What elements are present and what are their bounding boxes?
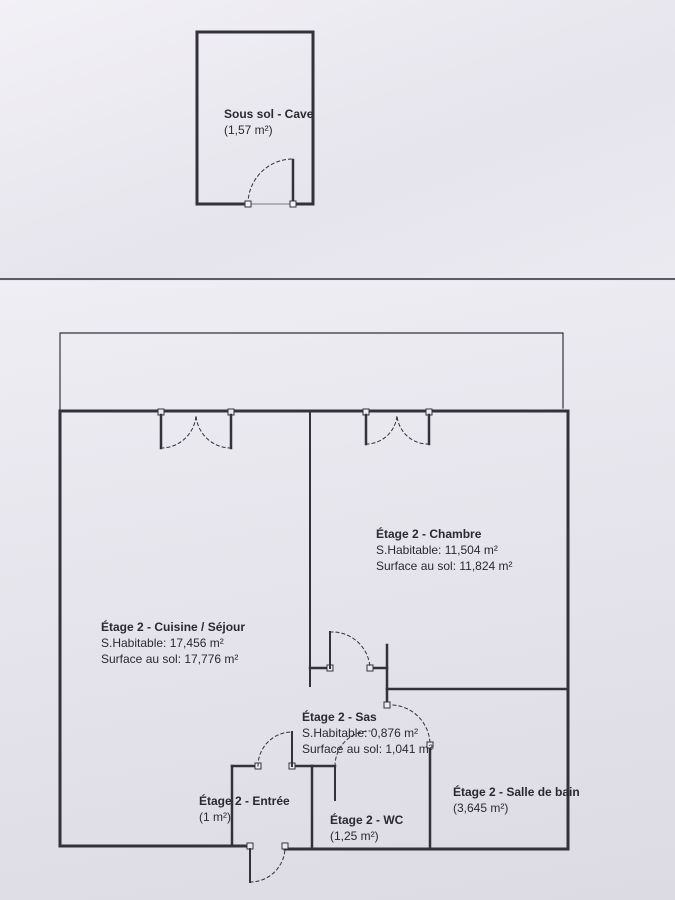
chambre-window (362, 408, 433, 446)
front-door (246, 842, 289, 883)
room-floor-area: Surface au sol: 1,041 m² (302, 742, 433, 756)
room-title: Étage 2 - Salle de bain (453, 785, 580, 799)
room-title: Étage 2 - Chambre (376, 527, 482, 541)
paper-sheet-top (0, 0, 675, 280)
cave-walls (195, 30, 315, 206)
room-label-sdb: Étage 2 - Salle de bain (3,645 m²) (453, 784, 580, 816)
room-title: Étage 2 - Entrée (199, 794, 290, 808)
room-label-entree: Étage 2 - Entrée (1 m²) (199, 793, 290, 825)
sdb-door (383, 701, 434, 749)
room-area: (1,25 m²) (330, 829, 379, 843)
room-title: Sous sol - Cave (224, 107, 314, 121)
paper-fold-edge (0, 278, 675, 280)
room-habitable: S.Habitable: 11,504 m² (376, 543, 498, 557)
room-label-sas: Étage 2 - Sas S.Habitable: 0,876 m² Surf… (302, 709, 433, 757)
room-habitable: S.Habitable: 0,876 m² (302, 726, 419, 740)
room-area: (1,57 m²) (224, 123, 273, 137)
room-floor-area: Surface au sol: 11,824 m² (376, 559, 513, 573)
room-label-wc: Étage 2 - WC (1,25 m²) (330, 812, 403, 844)
room-title: Étage 2 - WC (330, 813, 404, 827)
apartment-walls (58, 409, 570, 851)
room-floor-area: Surface au sol: 17,776 m² (101, 652, 239, 666)
chambre-door (326, 631, 374, 672)
entree-door (254, 731, 296, 770)
cave-door (244, 158, 297, 208)
room-area: (3,645 m²) (453, 801, 509, 815)
room-area: (1 m²) (199, 810, 231, 824)
room-label-sejour: Étage 2 - Cuisine / Séjour S.Habitable: … (101, 619, 245, 667)
room-label-chambre: Étage 2 - Chambre S.Habitable: 11,504 m²… (376, 526, 513, 574)
room-label-cave: Sous sol - Cave (1,57 m²) (224, 106, 313, 138)
plot-boundary (59, 332, 564, 413)
wc-door (334, 730, 371, 801)
room-title: Étage 2 - Sas (302, 710, 377, 724)
room-title: Étage 2 - Cuisine / Séjour (101, 620, 246, 634)
room-habitable: S.Habitable: 17,456 m² (101, 636, 224, 650)
sejour-window (157, 408, 235, 450)
